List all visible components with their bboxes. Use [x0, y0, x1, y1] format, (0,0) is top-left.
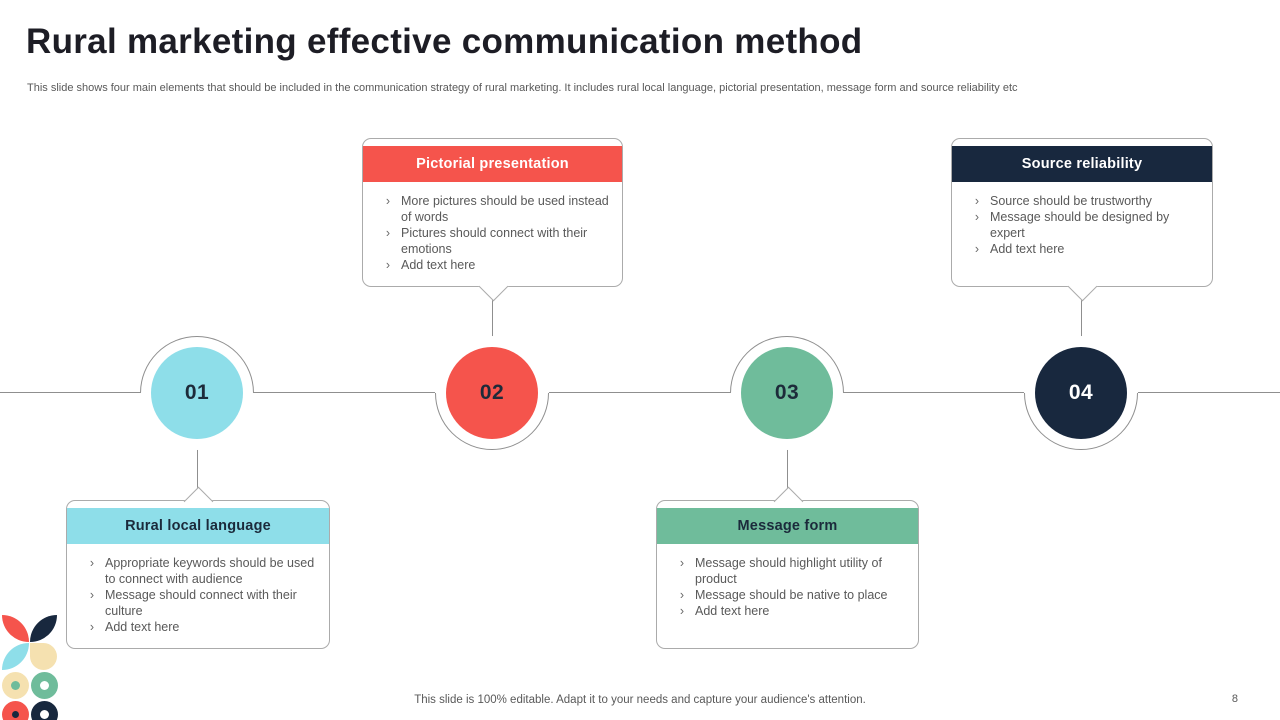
logo-petal-navy-icon [30, 615, 57, 642]
slide-subtitle: This slide shows four main elements that… [27, 82, 1018, 94]
bullet-item: ›Add text here [375, 257, 616, 273]
logo-donut-hole [40, 710, 49, 719]
bullet-chevron-icon: › [679, 556, 685, 570]
step2-circle: 02 [446, 347, 538, 439]
logo-donut-navy-icon [31, 701, 58, 720]
callout-source-reliability: Source reliability ›Source should be tru… [951, 138, 1213, 301]
bullet-chevron-icon: › [679, 604, 685, 618]
logo-donut-green-icon [31, 672, 58, 699]
bullet-chevron-icon: › [89, 620, 95, 634]
logo-donut-hole [11, 681, 20, 690]
logo-donut-red-icon [2, 701, 29, 720]
callout-bullet-list: ›Message should highlight utility of pro… [657, 544, 918, 619]
bullet-item: ›Source should be trustworthy [964, 193, 1206, 209]
bullet-chevron-icon: › [974, 194, 980, 208]
editable-note: This slide is 100% editable. Adapt it to… [414, 694, 866, 706]
bullet-item: ›Add text here [669, 603, 912, 619]
logo-petal-red-icon [2, 615, 29, 642]
step1-number: 01 [184, 381, 210, 404]
step3-number: 03 [774, 381, 800, 404]
bullet-chevron-icon: › [974, 210, 980, 224]
callout-pointer-down [1067, 271, 1098, 301]
bullet-chevron-icon: › [385, 258, 391, 272]
callout-message-form: Message form ›Message should highlight u… [656, 486, 919, 649]
connector-step1 [197, 440, 198, 492]
logo-donut-hole [12, 711, 19, 718]
callout-pictorial-presentation: Pictorial presentation ›More pictures sh… [362, 138, 623, 301]
connector-step2 [492, 296, 493, 348]
step3-circle: 03 [741, 347, 833, 439]
callout-header-message-form: Message form [657, 508, 918, 544]
bullet-item: ›Message should highlight utility of pro… [669, 555, 912, 587]
bullet-item: ›More pictures should be used instead of… [375, 193, 616, 225]
callout-header-pictorial-presentation: Pictorial presentation [363, 146, 622, 182]
step1-circle: 01 [151, 347, 243, 439]
bullet-item: ›Add text here [79, 619, 323, 635]
timeline-line [0, 392, 1280, 393]
step2-number: 02 [479, 381, 505, 404]
callout-bullet-list: ›Source should be trustworthy ›Message s… [952, 182, 1212, 257]
bullet-chevron-icon: › [89, 556, 95, 570]
logo-donut-hole [40, 681, 49, 690]
callout-pointer-down [478, 271, 508, 301]
step4-number: 04 [1068, 381, 1094, 404]
bullet-chevron-icon: › [974, 242, 980, 256]
bullet-item: ›Message should be designed by expert [964, 209, 1206, 241]
bullet-item: ›Message should connect with their cultu… [79, 587, 323, 619]
bullet-chevron-icon: › [89, 588, 95, 602]
step4-circle: 04 [1035, 347, 1127, 439]
bullet-chevron-icon: › [385, 226, 391, 240]
logo-petal-cream-icon [30, 643, 57, 670]
bullet-chevron-icon: › [679, 588, 685, 602]
callout-header-rural-local-language: Rural local language [67, 508, 329, 544]
callout-bullet-list: ›More pictures should be used instead of… [363, 182, 622, 273]
connector-step3 [787, 440, 788, 492]
connector-step4 [1081, 296, 1082, 348]
bullet-item: ›Pictures should connect with their emot… [375, 225, 616, 257]
bullet-chevron-icon: › [385, 194, 391, 208]
callout-bullet-list: ›Appropriate keywords should be used to … [67, 544, 329, 635]
bullet-item: ›Message should be native to place [669, 587, 912, 603]
page-title: Rural marketing effective communication … [26, 22, 863, 61]
callout-rural-local-language: Rural local language ›Appropriate keywor… [66, 486, 330, 649]
callout-header-source-reliability: Source reliability [952, 146, 1212, 182]
logo-petal-cyan-icon [2, 643, 29, 670]
bullet-item: ›Add text here [964, 241, 1206, 257]
bullet-item: ›Appropriate keywords should be used to … [79, 555, 323, 587]
page-number: 8 [1231, 693, 1238, 705]
logo-donut-cream-icon [2, 672, 29, 699]
